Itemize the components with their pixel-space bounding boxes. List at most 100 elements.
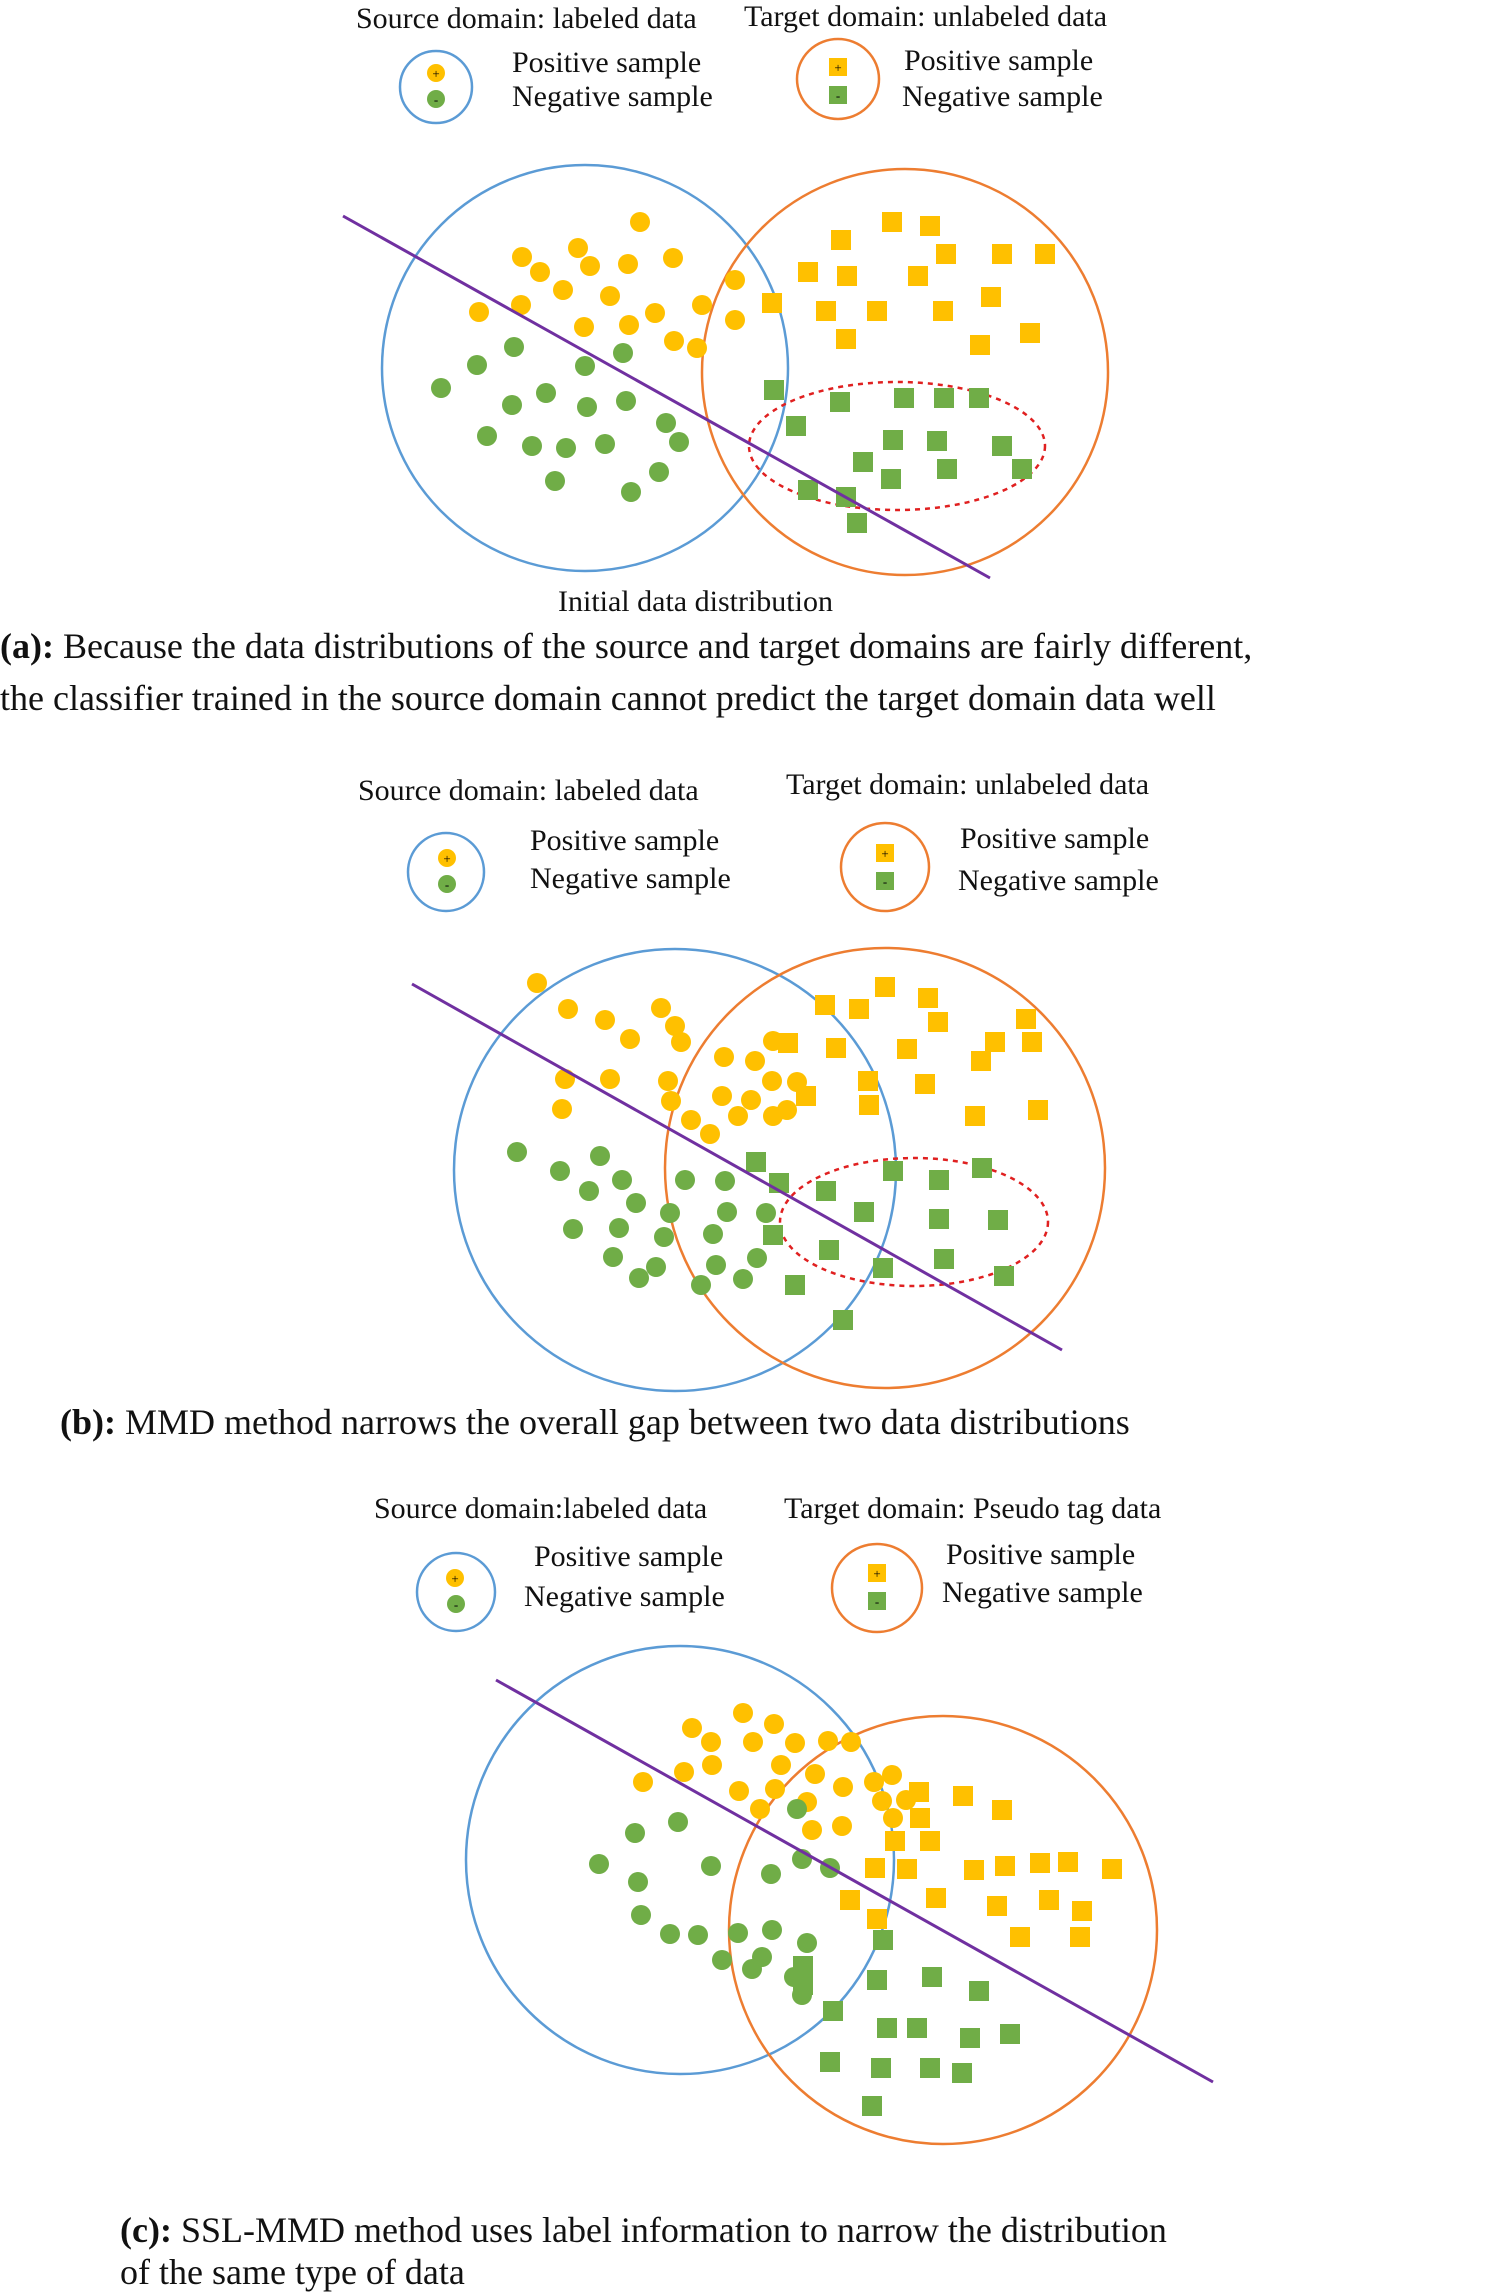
target-negative-sample [830,392,850,412]
source-negative-sample [654,1227,674,1247]
legend-target-icon: + - [830,1542,924,1634]
target-negative-sample [992,436,1012,456]
target-negative-sample [793,1956,813,1976]
target-legend-title: Target domain: unlabeled data [744,0,1108,33]
highlight-ellipse [747,380,1047,512]
target-negative-sample [934,388,954,408]
highlight-ellipse [778,1156,1050,1288]
target-domain-circle [663,946,1107,1390]
source-positive-sample [619,315,639,335]
target-negative-sample [763,1225,783,1245]
target-positive-sample [920,216,940,236]
source-positive-sample [750,1799,770,1819]
target-positive-sample [831,230,851,250]
target-positive-sample [858,1071,878,1091]
source-positive-sample [511,295,531,315]
source-positive-sample [595,1010,615,1030]
legend-target-icon: + - [795,37,881,121]
decision-boundary-line [411,982,1063,1352]
target-negative-sample [960,2028,980,2048]
source-negative-sample [712,1950,732,1970]
target-negative-label: Negative sample [942,1576,1143,1609]
caption-b-prefix: (b): [60,1402,116,1442]
plus-mark: + [834,60,841,75]
source-negative-label: Negative sample [512,80,713,113]
target-negative-sample [820,2052,840,2072]
source-positive-sample [633,1772,653,1792]
minus-mark: - [434,92,438,107]
target-positive-sample [953,1786,973,1806]
target-positive-label: Positive sample [946,1538,1136,1571]
source-negative-sample [628,1872,648,1892]
source-negative-sample [669,432,689,452]
target-positive-sample [1102,1859,1122,1879]
source-negative-sample [660,1203,680,1223]
target-positive-sample [882,212,902,232]
target-negative-sample [881,469,901,489]
source-legend-title: Source domain:labeled data [374,1492,708,1525]
source-positive-sample [771,1755,791,1775]
source-negative-sample [660,1924,680,1944]
source-positive-sample [645,303,665,323]
source-negative-sample [577,397,597,417]
source-positive-sample [833,1777,853,1797]
target-positive-sample [908,266,928,286]
target-positive-sample [867,301,887,321]
source-positive-label: Positive sample [530,824,720,857]
caption-c-line2: of the same type of data [120,2252,465,2292]
target-positive-sample [926,1888,946,1908]
source-positive-sample [630,212,650,232]
target-legend-title: Target domain: Pseudo tag data [784,1492,1162,1525]
source-positive-sample [682,1718,702,1738]
source-positive-sample [658,1071,678,1091]
target-positive-sample [875,977,895,997]
source-negative-sample [502,395,522,415]
caption-c-prefix: (c): [120,2210,172,2250]
target-positive-sample [909,1782,929,1802]
source-negative-sample [715,1171,735,1191]
caption-a-text1: Because the data distributions of the so… [53,626,1253,666]
target-positive-sample [910,1808,930,1828]
source-negative-sample [717,1202,737,1222]
target-positive-sample [915,1074,935,1094]
source-negative-sample [668,1812,688,1832]
target-positive-sample [1022,1032,1042,1052]
source-negative-sample [742,1959,762,1979]
target-negative-sample [883,430,903,450]
source-negative-sample [701,1856,721,1876]
target-negative-sample [816,1181,836,1201]
source-positive-sample [729,1781,749,1801]
source-negative-sample [477,426,497,446]
source-negative-sample [590,1146,610,1166]
source-legend-title: Source domain: labeled data [356,2,697,35]
target-positive-sample [992,244,1012,264]
target-negative-sample [972,1158,992,1178]
source-positive-sample [818,1731,838,1751]
source-positive-sample [661,1091,681,1111]
initial-distribution-label: Initial data distribution [558,585,833,618]
source-negative-sample [612,1170,632,1190]
source-positive-sample [802,1820,822,1840]
source-positive-sample [883,1808,903,1828]
source-positive-sample [568,238,588,258]
source-positive-sample [764,1714,784,1734]
target-legend-title: Target domain: unlabeled data [786,768,1150,801]
target-negative-sample [934,1249,954,1269]
target-positive-sample [992,1800,1012,1820]
source-negative-sample [522,436,542,456]
source-negative-sample [691,1275,711,1295]
source-negative-sample [504,337,524,357]
sample-points [431,212,1055,533]
source-positive-sample [469,302,489,322]
source-negative-sample [579,1181,599,1201]
target-negative-sample [988,1210,1008,1230]
target-negative-sample [877,2018,897,2038]
target-negative-sample [894,388,914,408]
caption-c-text1: SSL-MMD method uses label information to… [171,2210,1167,2250]
target-positive-sample [798,262,818,282]
source-positive-sample [527,973,547,993]
target-positive-sample [1035,244,1055,264]
target-negative-sample [798,480,818,500]
target-positive-sample [897,1039,917,1059]
target-negative-sample [793,1975,813,1995]
